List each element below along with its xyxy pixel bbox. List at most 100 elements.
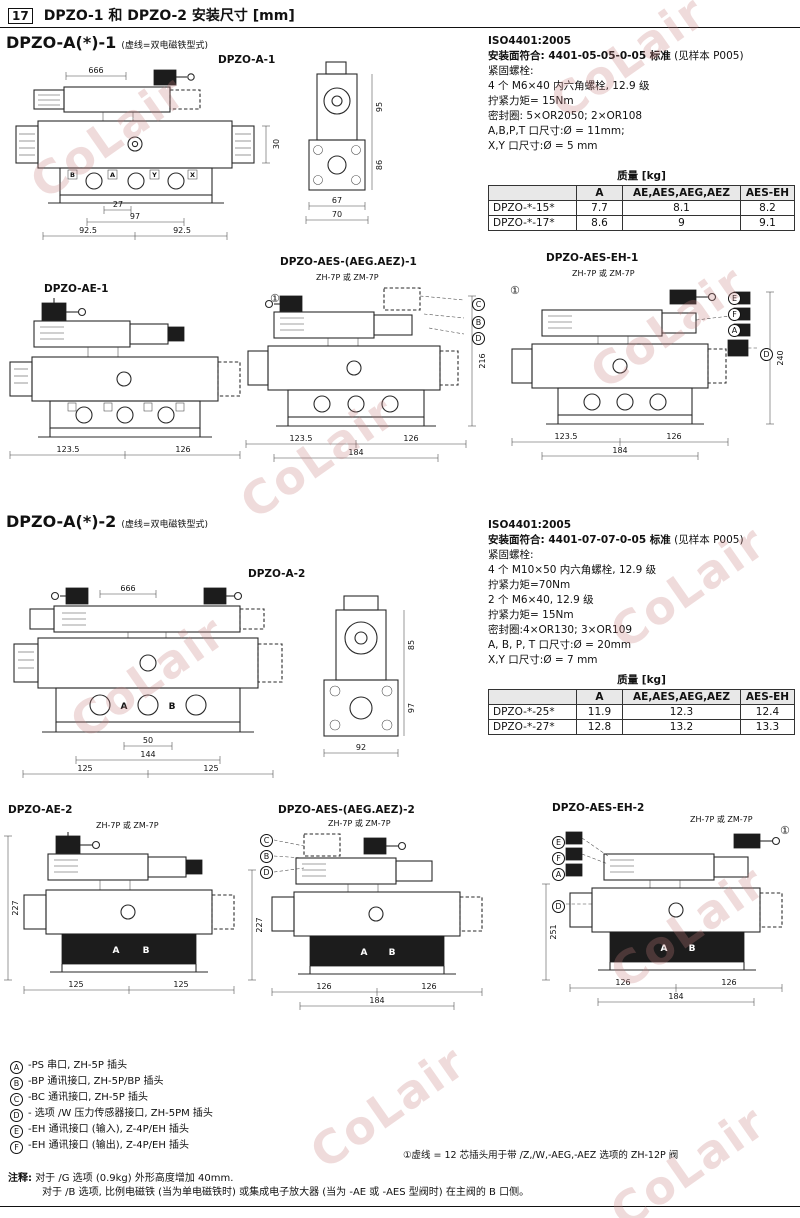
dim-label: 95: [375, 102, 384, 112]
dim-label: 216: [478, 353, 487, 368]
drawing-dpzo-ae-1: DPZO-AE-1 123.5 126: [8, 283, 246, 483]
dim-label: 227: [11, 900, 20, 915]
legend-item: B-BP 通讯接口, ZH-5P/BP 插头: [10, 1074, 213, 1090]
note-line: 注释: 对于 /G 选项 (0.9kg) 外形高度增加 40mm.: [8, 1173, 234, 1184]
mass-table-header-cell: A: [576, 185, 623, 201]
mass-table-header-cell: [488, 689, 577, 705]
callout-d: D: [260, 866, 273, 879]
dim-label: 125: [77, 764, 92, 773]
callout-1: ①: [270, 292, 280, 305]
port-label: B: [169, 702, 176, 712]
callout-d: D: [552, 900, 565, 913]
drawing-label: DPZO-AES-(AEG.AEZ)-2: [278, 804, 415, 816]
section-2-title: DPZO-A(*)-2 (虚线=双电磁铁型式): [6, 512, 208, 531]
callout-a: A: [728, 324, 741, 337]
legend-text: - 选项 /W 压力传感器接口, ZH-5PM 插头: [28, 1108, 213, 1119]
callout-c: C: [472, 298, 485, 311]
dpzo-aes-eh1-front-view: 240 123.5 126 184: [511, 289, 785, 460]
legend-item: E-EH 通讯接口 (输入), Z-4P/EH 插头: [10, 1122, 213, 1138]
dim-label: 184: [612, 446, 627, 455]
section-1-subtitle: (虚线=双电磁铁型式): [121, 41, 208, 51]
spec-line: 拧紧力矩=70Nm: [488, 579, 571, 591]
callout-c: C: [10, 1093, 23, 1106]
mass-table-cell: DPZO-*-25*: [488, 704, 577, 720]
dim-label: 92.5: [173, 226, 191, 235]
port-label: A: [361, 948, 368, 958]
legend-item: A-PS 串口, ZH-5P 插头: [10, 1058, 213, 1074]
mass-table-cell: 8.1: [622, 200, 741, 216]
callout-f: F: [552, 852, 565, 865]
port-label: X: [190, 171, 195, 179]
dim-label: 184: [668, 992, 683, 1001]
dim-label: 92: [356, 743, 366, 752]
dim-label: 97: [130, 212, 140, 221]
dashed-plug-note: ①虚线 = 12 芯插头用于带 /Z,/W,-AEG,-AEZ 选项的 ZH-1…: [403, 1150, 679, 1161]
dim-label: 85: [407, 640, 416, 650]
callout-e: E: [728, 292, 741, 305]
spec-line: 密封圈: 5×OR2050; 2×OR108: [488, 110, 643, 122]
footer-rule: [0, 1206, 800, 1207]
mass-table-cell: 8.2: [740, 200, 795, 216]
dim-label: 126: [615, 978, 630, 987]
port-label: A: [113, 946, 120, 956]
callout-b: B: [260, 850, 273, 863]
mass-table-cell: 12.4: [740, 704, 795, 720]
dim-label: 666: [120, 584, 135, 593]
dim-label: 67: [332, 196, 342, 205]
connector-legend: A-PS 串口, ZH-5P 插头 B-BP 通讯接口, ZH-5P/BP 插头…: [10, 1058, 213, 1154]
mass-table-caption: 质量 [kg]: [617, 170, 666, 182]
mass-table-cell: 8.6: [576, 215, 623, 231]
spec-line: 4 个 M10×50 内六角螺栓, 12.9 级: [488, 564, 657, 576]
dim-label: 86: [375, 160, 384, 170]
header-rule: [0, 27, 800, 28]
dim-label: 251: [549, 924, 558, 939]
legend-item: F-EH 通讯接口 (输出), Z-4P/EH 插头: [10, 1138, 213, 1154]
drawing-dpzo-a-2: DPZO-A-2 666 A B 50 144 12: [4, 564, 420, 798]
mass-table-cell: 13.2: [622, 719, 741, 735]
legend-text: -EH 通讯接口 (输出), Z-4P/EH 插头: [28, 1140, 190, 1151]
callout-b: B: [472, 316, 485, 329]
spec-line: A, B, P, T 口尺寸:Ø = 20mm: [488, 639, 632, 651]
callout-b: B: [10, 1077, 23, 1090]
mass-table-cell: 12.3: [622, 704, 741, 720]
iso-spec-block-2: ISO4401:2005 安装面符合: 4401-07-07-0-05 标准 (…: [488, 518, 795, 668]
dim-label: 70: [332, 210, 342, 219]
callout-1: ①: [510, 284, 520, 297]
dim-label: 126: [666, 432, 681, 441]
table-row: DPZO-*-27* 12.8 13.2 13.3: [488, 719, 795, 735]
dim-label: 27: [113, 200, 123, 209]
dim-label: 184: [369, 996, 384, 1005]
dim-label: 92.5: [79, 226, 97, 235]
mass-table-cell: 13.3: [740, 719, 795, 735]
drawing-dpzo-aes-1: DPZO-AES-(AEG.AEZ)-1 ZH-7P 或 ZM-7P ① C B…: [244, 254, 490, 506]
plug-type-label: ZH-7P 或 ZM-7P: [96, 821, 159, 830]
mass-table-cell: 12.8: [576, 719, 623, 735]
drawing-label: DPZO-A-2: [248, 568, 306, 580]
callout-1: ①: [780, 824, 790, 837]
callout-d: D: [760, 348, 773, 361]
dpzo-a1-side-view: 95 86 67 70: [305, 61, 384, 224]
spec-line: ISO4401:2005: [488, 35, 572, 47]
mass-table-caption: 质量 [kg]: [617, 674, 666, 686]
mass-table-header-cell: AE,AES,AEG,AEZ: [622, 689, 741, 705]
mass-table-header-cell: [488, 185, 577, 201]
drawing-label: DPZO-AES-EH-2: [552, 802, 645, 814]
spec-line: 紧固螺栓:: [488, 549, 534, 561]
port-label: Y: [151, 171, 157, 179]
note-line: 对于 /B 选项, 比例电磁铁 (当为单电磁铁时) 或集成电子放大器 (当为 -…: [42, 1187, 530, 1198]
page-number: 17: [8, 8, 33, 24]
dim-label: 50: [143, 736, 153, 745]
dim-label: 666: [88, 66, 103, 75]
mass-table-2: A AE,AES,AEG,AEZ AES-EH DPZO-*-25* 11.9 …: [488, 689, 795, 735]
dim-label: 125: [68, 980, 83, 989]
dpzo-ae1-front-view: 123.5 126: [9, 298, 241, 459]
port-label: B: [689, 944, 696, 954]
dim-label: 126: [403, 434, 418, 443]
port-label: B: [389, 948, 396, 958]
dpzo-ae2-front-view: 227 A B 125 125: [4, 832, 235, 994]
section-1-title: DPZO-A(*)-1 (虚线=双电磁铁型式): [6, 33, 208, 52]
mass-table-2-block: 质量 [kg] A AE,AES,AEG,AEZ AES-EH DPZO-*-2…: [488, 672, 795, 735]
mass-table-header-cell: AES-EH: [740, 185, 795, 201]
table-row: DPZO-*-17* 8.6 9 9.1: [488, 215, 795, 231]
